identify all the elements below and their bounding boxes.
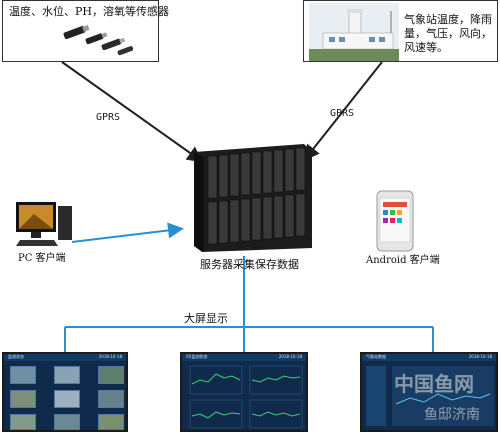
sensor-probes-image [63, 25, 134, 56]
big-screen-label: 大屏显示 [184, 312, 228, 325]
screen-bus [64, 256, 434, 352]
right-gprs-label: GPRS [330, 108, 355, 119]
left-gprs-arrow [61, 61, 204, 163]
pc-caption: PC 客户端 [18, 253, 66, 264]
camera-thumb [10, 414, 36, 430]
screen-1-time: 2018-10-18 [98, 354, 122, 359]
camera-thumb [54, 414, 80, 430]
camera-thumb [98, 414, 124, 430]
big-screen-weather: 气象站数据 2018-10-18 中国鱼网 鱼邸济南 [360, 352, 498, 432]
screen-3-time: 2018-10-18 [468, 354, 492, 359]
right-gprs-arrow [303, 61, 383, 162]
camera-thumb [98, 390, 124, 408]
watermark-text: 中国鱼网 [394, 372, 474, 396]
left-gprs-label: GPRS [96, 112, 121, 123]
big-screen-monitoring: 监测状态 2018-10-18 [2, 352, 128, 432]
pc-image [16, 202, 72, 246]
big-screen-charts: XX监测状态 2018-10-18 [180, 352, 308, 432]
weather-station-image [309, 3, 399, 61]
camera-thumb [10, 390, 36, 408]
camera-thumb [54, 366, 80, 384]
android-caption: Android 客户端 [366, 255, 440, 266]
screen-2-title: XX监测状态 [186, 354, 208, 359]
camera-thumb [98, 366, 124, 384]
pc-link-arrow [71, 222, 184, 243]
android-phone-image [376, 190, 414, 252]
sensors-box: 温度、水位、PH，溶氧等传感器 [2, 0, 169, 62]
server-caption: 服务器采集保存数据 [200, 258, 299, 271]
weather-dashboard-graphic [366, 366, 494, 426]
camera-thumb [10, 366, 36, 384]
screen-1-title: 监测状态 [8, 354, 24, 359]
watermark-sub: 鱼邸济南 [424, 407, 480, 423]
screen-3-title: 气象站数据 [366, 354, 386, 359]
server-rack-image [194, 144, 312, 252]
screen-2-time: 2018-10-18 [278, 354, 302, 359]
weather-station-box: 气象站温度，降雨量，气压，风向，风速等。 [303, 0, 498, 62]
mini-line-charts [189, 365, 303, 429]
camera-thumb [54, 390, 80, 408]
sensors-caption: 温度、水位、PH，溶氧等传感器 [9, 5, 169, 18]
weather-caption: 气象站温度，降雨量，气压，风向，风速等。 [404, 13, 492, 54]
